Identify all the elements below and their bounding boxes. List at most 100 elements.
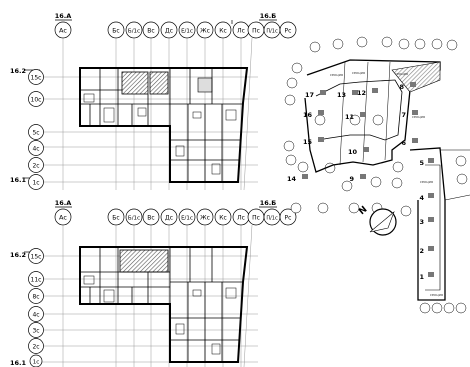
site-plan: 17 16 15 14 13 12 11 10 9 8 7 6 5 4 3 2 … <box>283 36 470 314</box>
svg-text:Ас: Ас <box>59 214 67 222</box>
section-captions: секция секция секция секция секция секци… <box>330 71 443 297</box>
section-markers: 17 16 15 14 13 12 11 10 9 8 7 6 5 4 3 2 … <box>287 82 434 281</box>
svg-text:2с: 2с <box>32 344 39 351</box>
axis-bubble: 2с <box>28 157 44 173</box>
svg-text:13: 13 <box>337 91 346 99</box>
svg-text:5: 5 <box>419 159 424 167</box>
svg-text:секция: секция <box>420 180 433 184</box>
section-marker: 3 <box>419 217 434 226</box>
top-floor-plan: 16.А 16.Б 16.2 16.1 Ас Бс Б/1с Вс Дс Е/1… <box>10 12 297 191</box>
svg-text:2: 2 <box>419 247 424 255</box>
axis-bubble: 10с <box>28 91 44 107</box>
svg-text:секция: секция <box>430 293 443 297</box>
section-marker: 17 <box>305 90 326 99</box>
bottom-column-axes: Ас Бс Б/1с Вс Дс Е/1с Жс Кс Лс Пс П/1с Р… <box>54 208 297 226</box>
section-marker: 11 <box>345 112 366 121</box>
section-marker: 13 <box>337 90 358 99</box>
top-corner-left-bottom: 16.1 <box>10 176 27 184</box>
section-marker: 6 <box>401 138 418 147</box>
top-building-outline <box>79 67 249 183</box>
svg-text:П/1с: П/1с <box>266 216 278 222</box>
section-marker: 4 <box>419 193 434 202</box>
svg-text:Рс: Рс <box>285 215 292 222</box>
axis-bubble: Е/1с <box>178 208 196 226</box>
svg-text:11: 11 <box>345 113 355 121</box>
svg-text:9: 9 <box>349 175 354 183</box>
svg-text:Жс: Жс <box>200 215 210 222</box>
svg-text:Лс: Лс <box>237 28 245 35</box>
svg-text:8с: 8с <box>32 294 39 301</box>
svg-text:15с: 15с <box>31 75 42 82</box>
svg-text:3с: 3с <box>32 328 39 335</box>
svg-text:12: 12 <box>357 89 366 97</box>
svg-text:4с: 4с <box>32 312 39 319</box>
svg-text:10: 10 <box>348 148 358 156</box>
axis-bubble: 15с <box>28 248 44 264</box>
axis-bubble: Жс <box>196 21 214 39</box>
axis-bubble: Б/1с <box>125 208 143 226</box>
section-marker: 10 <box>348 147 369 156</box>
section-marker: 2 <box>419 246 434 255</box>
section-marker: 8 <box>399 82 416 91</box>
axis-bubble: П/1с <box>263 208 281 226</box>
svg-text:секция: секция <box>395 72 408 76</box>
axis-bubble: 11с <box>28 271 44 287</box>
svg-text:17: 17 <box>305 91 314 99</box>
svg-text:15: 15 <box>303 138 313 146</box>
axis-bubble: Рс <box>279 208 297 226</box>
svg-text:10с: 10с <box>31 97 42 104</box>
axis-bubble: Е/1с <box>178 21 196 39</box>
svg-text:Ас: Ас <box>59 27 67 35</box>
axis-bubble: Б/1с <box>125 21 143 39</box>
axis-bubble: 4с <box>28 306 44 322</box>
svg-text:14: 14 <box>287 175 297 183</box>
bottom-corner-left-top: 16.2 <box>10 251 26 259</box>
axis-bubble: Вс <box>142 208 160 226</box>
top-corner-top-right: 16.Б <box>260 12 277 20</box>
svg-text:Вс: Вс <box>147 28 154 35</box>
section-marker: 9 <box>349 174 366 183</box>
svg-text:1с: 1с <box>32 180 39 187</box>
axis-bubble: Лс <box>232 21 250 39</box>
svg-text:4: 4 <box>419 194 424 202</box>
axis-bubble: Пс <box>247 21 265 39</box>
axis-bubble: Дс <box>160 208 178 226</box>
bottom-row-axes: 15с 11с 8с 4с 3с 2с 1с <box>28 248 44 367</box>
section-marker: 5 <box>419 158 434 167</box>
section-marker: 15 <box>303 137 324 146</box>
section-marker: 7 <box>401 110 418 119</box>
axis-bubble: 1с <box>28 174 44 190</box>
axis-bubble: Кс <box>214 208 232 226</box>
svg-text:Лс: Лс <box>237 215 245 222</box>
svg-text:2с: 2с <box>32 163 39 170</box>
svg-text:секция: секция <box>352 71 365 75</box>
svg-text:3: 3 <box>419 218 424 226</box>
svg-text:Жс: Жс <box>200 28 210 35</box>
top-column-axes: Ас Бс Б/1с Вс Дс Е/1с Жс Кс Лс Пс П/1с Р… <box>54 21 297 39</box>
bottom-corner-left-bottom: 16.1 <box>10 359 27 367</box>
svg-text:Бс: Бс <box>112 215 119 222</box>
svg-text:секция: секция <box>330 73 343 77</box>
axis-bubble: Бс <box>107 208 125 226</box>
axis-bubble: Жс <box>196 208 214 226</box>
axis-bubble: 4с <box>28 140 44 156</box>
section-marker: 14 <box>287 174 308 183</box>
svg-text:8: 8 <box>399 83 404 91</box>
section-marker: 12 <box>357 88 378 97</box>
axis-bubble: Пс <box>247 208 265 226</box>
axis-bubble: П/1с <box>263 21 281 39</box>
svg-text:7: 7 <box>401 111 406 119</box>
svg-text:N: N <box>357 205 369 218</box>
svg-text:Бс: Бс <box>112 28 119 35</box>
bottom-building-outline <box>79 246 249 363</box>
axis-bubble: Вс <box>142 21 160 39</box>
svg-text:15с: 15с <box>31 254 42 261</box>
svg-text:1с: 1с <box>33 360 40 366</box>
svg-text:6: 6 <box>401 139 406 147</box>
axis-bubble: 8с <box>28 288 44 304</box>
site-perimeter-axes <box>283 36 468 314</box>
svg-text:Е/1с: Е/1с <box>181 29 193 35</box>
svg-text:16: 16 <box>303 111 313 119</box>
section-marker: 16 <box>303 110 324 119</box>
svg-text:Е/1с: Е/1с <box>181 216 193 222</box>
